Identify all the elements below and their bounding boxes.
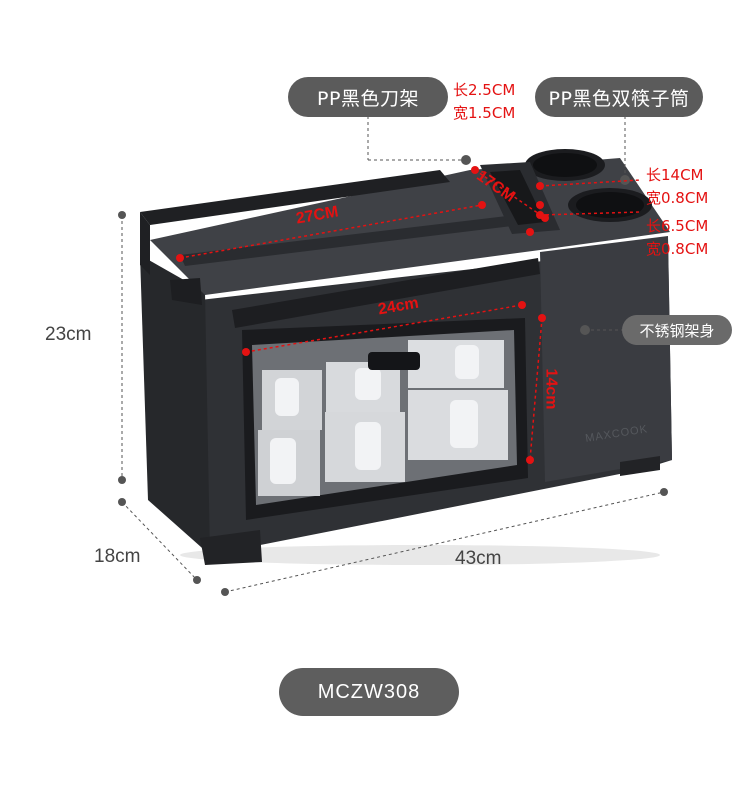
- knife-rack-callout: PP黑色刀架: [288, 77, 448, 117]
- knife-slot-width: 宽1.5CM: [453, 104, 516, 122]
- drawer-height-label: 14cm: [542, 368, 560, 410]
- chopstick-slot-width-2: 宽0.8CM: [646, 240, 709, 258]
- overall-depth-label: 18cm: [94, 546, 141, 567]
- knife-slot-length: 长2.5CM: [453, 81, 516, 99]
- model-number-badge: MCZW308: [279, 668, 459, 716]
- chopstick-slot-width-1: 宽0.8CM: [646, 189, 709, 207]
- overall-height-label: 23cm: [45, 324, 92, 345]
- stainless-frame-callout: 不锈钢架身: [622, 315, 732, 345]
- chopstick-slot-length-1: 长14CM: [646, 166, 704, 184]
- chopstick-holder-callout: PP黑色双筷子筒: [535, 77, 703, 117]
- chopstick-slot-length-2: 长6.5CM: [646, 217, 709, 235]
- overall-width-label: 43cm: [455, 548, 502, 569]
